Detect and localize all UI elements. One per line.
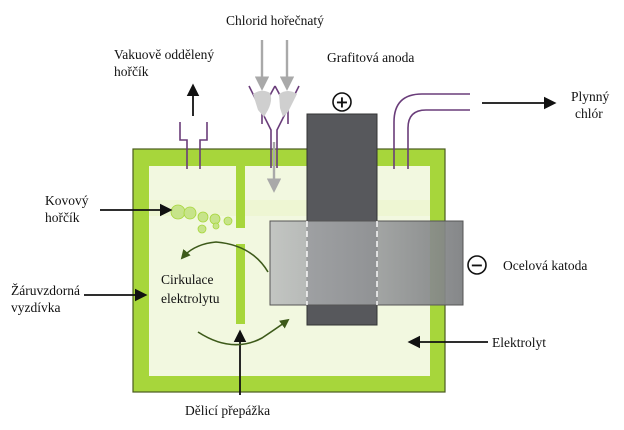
label-chlorine-gas-1: Plynný bbox=[571, 89, 610, 104]
label-vacuum-magnesium-2: hořčík bbox=[114, 64, 149, 79]
label-partition: Dělicí přepážka bbox=[185, 403, 271, 418]
label-electrolyte: Elektrolyt bbox=[492, 335, 546, 350]
label-steel-cathode: Ocelová katoda bbox=[503, 258, 588, 273]
steel-cathode bbox=[269, 220, 464, 306]
minus-sign-icon bbox=[467, 255, 487, 275]
anode-sign: + bbox=[335, 93, 348, 112]
label-refractory-2: vyzdívka bbox=[11, 300, 61, 315]
label-metal-magnesium-2: hořčík bbox=[45, 210, 80, 225]
label-refractory-1: Žáruvzdorná bbox=[11, 283, 80, 298]
circulation-arrow-lower bbox=[197, 318, 290, 346]
label-circulation-1: Cirkulace bbox=[161, 272, 214, 287]
label-magnesium-chloride: Chlorid hořečnatý bbox=[226, 13, 324, 28]
chlorine-outlet-pipe bbox=[393, 93, 470, 169]
partition-lower bbox=[236, 244, 245, 324]
label-chlorine-gas-2: chlór bbox=[575, 106, 603, 121]
label-vacuum-magnesium-1: Vakuově oddělený bbox=[114, 47, 215, 62]
cathode-sign: − bbox=[470, 256, 483, 275]
plus-sign-icon bbox=[332, 92, 352, 112]
label-graphite-anode: Grafitová anoda bbox=[327, 50, 415, 65]
magnesium-droplets bbox=[170, 204, 233, 234]
partition-upper bbox=[236, 166, 245, 228]
feed-hopper bbox=[248, 85, 300, 168]
circulation-arrow-upper bbox=[180, 241, 269, 273]
vacuum-outlet-pipe bbox=[179, 122, 208, 169]
label-metal-magnesium-1: Kovový bbox=[45, 193, 89, 208]
label-circulation-2: elektrolytu bbox=[161, 291, 220, 306]
